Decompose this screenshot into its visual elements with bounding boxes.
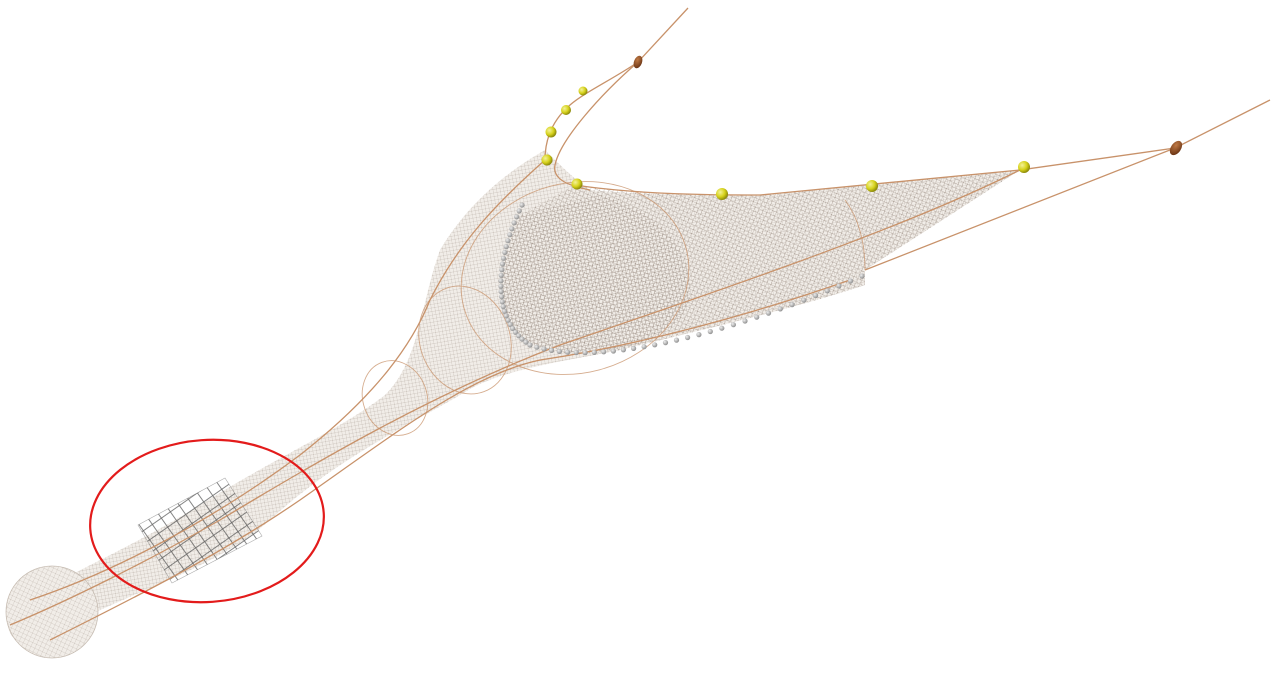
float-icon xyxy=(1018,161,1030,173)
float-icon xyxy=(542,155,553,166)
sinker-bead-icon xyxy=(509,226,514,231)
sinker-bead-icon xyxy=(499,267,504,272)
float-icon xyxy=(866,180,878,192)
sinker-bead-icon xyxy=(583,350,588,355)
sinker-bead-icon xyxy=(499,273,504,278)
sinker-bead-icon xyxy=(500,299,505,304)
sinker-bead-icon xyxy=(848,278,853,283)
float-icon xyxy=(546,127,557,138)
sinker-bead-icon xyxy=(541,346,546,351)
sinker-bead-icon xyxy=(534,345,539,350)
sinker-bead-icon xyxy=(685,335,690,340)
sinker-bead-icon xyxy=(549,348,554,353)
sinker-bead-icon xyxy=(499,294,504,299)
sinker-bead-icon xyxy=(502,309,507,314)
sinker-bead-icon xyxy=(507,232,512,237)
sinker-bead-icon xyxy=(565,350,570,355)
sinker-bead-icon xyxy=(511,220,516,225)
sinker-bead-icon xyxy=(501,304,506,309)
sinker-bead-icon xyxy=(742,318,747,323)
sinker-bead-icon xyxy=(574,350,579,355)
sinker-bead-icon xyxy=(731,322,736,327)
sinker-bead-icon xyxy=(611,348,616,353)
sinker-bead-icon xyxy=(801,298,806,303)
sinker-bead-icon xyxy=(504,244,509,249)
sinker-bead-icon xyxy=(505,238,510,243)
otter-board-icon xyxy=(1167,139,1184,158)
sinker-bead-icon xyxy=(527,342,532,347)
sinker-bead-icon xyxy=(652,342,657,347)
sinker-bead-icon xyxy=(790,302,795,307)
bridle-left-upper xyxy=(545,62,638,160)
sinker-bead-icon xyxy=(859,273,864,278)
sinker-bead-icon xyxy=(519,202,524,207)
sinker-bead-icon xyxy=(754,315,759,320)
float-icon xyxy=(579,87,588,96)
sinker-bead-icon xyxy=(592,350,597,355)
sinker-bead-icon xyxy=(631,346,636,351)
sinker-bead-icon xyxy=(642,344,647,349)
sinker-bead-icon xyxy=(601,349,606,354)
sinker-bead-icon xyxy=(498,278,503,283)
sinker-bead-icon xyxy=(674,338,679,343)
sinker-bead-icon xyxy=(502,250,507,255)
doors xyxy=(632,55,1185,158)
sinker-bead-icon xyxy=(766,311,771,316)
float-icon xyxy=(716,188,728,200)
sinker-bead-icon xyxy=(663,340,668,345)
towing-warp-left xyxy=(638,8,688,62)
sinker-bead-icon xyxy=(719,326,724,331)
sinker-bead-icon xyxy=(498,284,503,289)
sinker-bead-icon xyxy=(778,306,783,311)
bridle-left xyxy=(555,62,638,190)
float-icon xyxy=(561,105,571,115)
sinker-bead-icon xyxy=(501,256,506,261)
sinker-bead-icon xyxy=(499,289,504,294)
sinker-bead-icon xyxy=(813,293,818,298)
sinker-bead-icon xyxy=(517,208,522,213)
sinker-bead-icon xyxy=(708,329,713,334)
sinker-bead-icon xyxy=(836,283,841,288)
sinker-bead-icon xyxy=(514,214,519,219)
towing-warp-right xyxy=(1175,100,1270,148)
sinker-bead-icon xyxy=(500,261,505,266)
sinker-bead-icon xyxy=(557,349,562,354)
sinker-bead-icon xyxy=(696,332,701,337)
float-icon xyxy=(572,179,583,190)
sinker-bead-icon xyxy=(621,347,626,352)
net-body xyxy=(6,150,1020,658)
sinker-bead-icon xyxy=(825,288,830,293)
